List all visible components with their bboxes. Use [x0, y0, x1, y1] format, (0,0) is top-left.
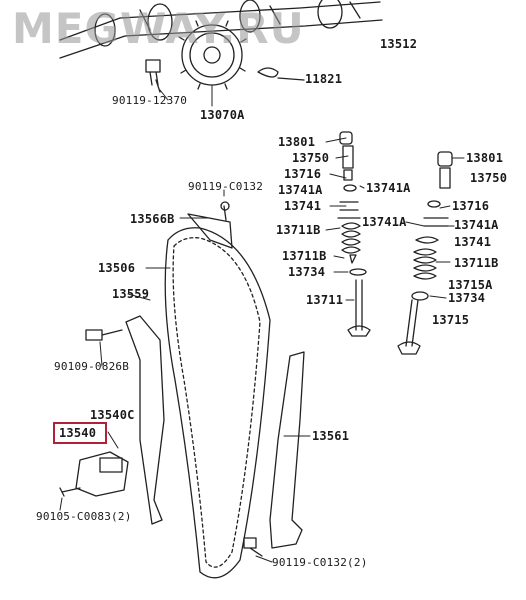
label-13750-right: 13750 [470, 171, 508, 185]
label-13711B-right: 13711B [454, 256, 499, 270]
label-13741A-left-b: 13741A [366, 181, 411, 195]
label-13540: 13540 [59, 426, 97, 440]
camshaft [59, 0, 383, 59]
chain-guide-13566B [187, 201, 233, 249]
label-13559: 13559 [112, 287, 150, 301]
label-13750-left: 13750 [292, 151, 330, 165]
label-13741A-right: 13741A [454, 218, 499, 232]
label-13741A-left-2: 13741A [362, 215, 407, 229]
label-13711B-left: 13711B [276, 223, 321, 237]
label-13561: 13561 [312, 429, 350, 443]
label-13512: 13512 [380, 37, 418, 51]
label-13716-left: 13716 [284, 167, 322, 181]
highlight-box-13540 [53, 422, 107, 444]
label-13566B: 13566B [130, 212, 175, 226]
label-11821: 11821 [305, 72, 343, 86]
watermark: MEGWAY.RU [12, 4, 305, 53]
label-90105-C0083: 90105-C0083(2) [36, 510, 132, 523]
label-13711B-left-2: 13711B [282, 249, 327, 263]
timing-chain [164, 227, 271, 579]
label-13540C: 13540C [90, 408, 135, 422]
valve-assembly-left [337, 131, 371, 337]
label-13801-left: 13801 [278, 135, 316, 149]
label-90119-C0132-2: 90119-C0132(2) [272, 556, 368, 569]
valve-assembly-right [397, 151, 453, 355]
chain-tensioner-13540 [59, 451, 129, 497]
bolt-90119-c0132-2 [243, 537, 263, 557]
label-13801-right: 13801 [466, 151, 504, 165]
label-13506: 13506 [98, 261, 136, 275]
label-13741-right: 13741 [454, 235, 492, 249]
label-13070A: 13070A [200, 108, 245, 122]
label-13741A-left: 13741A [278, 183, 323, 197]
label-90119-C0132: 90119-C0132 [188, 180, 264, 193]
label-13716-right: 13716 [452, 199, 490, 213]
label-90109-0826B: 90109-0826B [54, 360, 130, 373]
label-13715A-right: 13715A [448, 278, 493, 292]
chain-guide-13561 [269, 351, 305, 549]
label-13734-right: 13734 [448, 291, 486, 305]
chain-slipper-13559 [85, 315, 165, 525]
label-13711-left: 13711 [306, 293, 344, 307]
bolt-90119-12370 [145, 59, 161, 93]
label-13734-left: 13734 [288, 265, 326, 279]
label-13741-left: 13741 [284, 199, 322, 213]
label-90119-12370: 90119-12370 [112, 94, 188, 107]
label-13715-right: 13715 [432, 313, 470, 327]
leader-lines [59, 84, 465, 563]
part-11821 [257, 67, 305, 81]
cam-sprocket [178, 20, 247, 90]
